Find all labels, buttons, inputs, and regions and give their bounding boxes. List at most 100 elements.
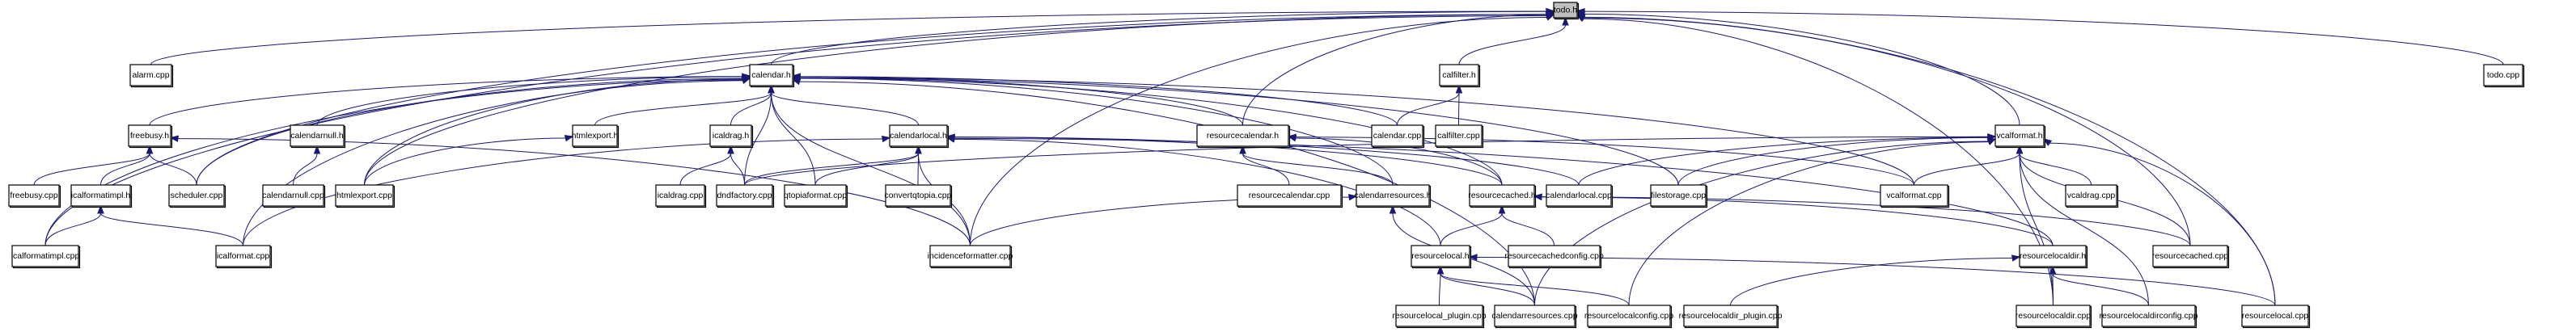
edge-calendarlocal_cpp-to-vcalformat_h [1578, 133, 1997, 186]
node-resourcecached-cpp[interactable]: resourcecached.cpp [2152, 245, 2230, 269]
node-icaldrag-h[interactable]: icaldrag.h [709, 124, 754, 149]
edge-line [744, 136, 1989, 186]
edge-line [1501, 212, 1554, 246]
edge-incidenceformatter_cpp-to-freebusy_h [169, 135, 971, 246]
node-label: htmlexport.h [572, 131, 619, 141]
edge-line [2019, 153, 2054, 306]
node-label: icalformatimpl.cpp [11, 251, 80, 261]
edge-line [1584, 11, 2504, 65]
node-calendarresources-h[interactable]: calendarresources.h [1354, 184, 1432, 208]
node-box [1411, 245, 1470, 267]
node-calendarnull-h[interactable]: calendarnull.h [290, 124, 346, 149]
arrowhead-icon [1348, 193, 1358, 201]
node-label: calendarnull.cpp [262, 191, 324, 200]
node-vcalformat-cpp[interactable]: vcalformat.cpp [1880, 184, 1950, 208]
edge-line [1295, 137, 1914, 186]
node-label: qtopiaformat.cpp [784, 191, 847, 200]
edge-icalformat_cpp-to-icalformatimpl_h [97, 204, 243, 246]
node-icaldrag-cpp[interactable]: icaldrag.cpp [655, 184, 707, 208]
node-dndfactory-cpp[interactable]: dndfactory.cpp [716, 184, 775, 208]
node-label: resourcecalendar.cpp [1249, 191, 1330, 200]
node-resourcelocal-cpp[interactable]: resourcelocal.cpp [2241, 305, 2311, 329]
node-resourcecachedconfig-cpp[interactable]: resourcecachedconfig.cpp [1504, 245, 1604, 269]
edge-resourcecachedconfig_cpp-to-resourcecached_h [1498, 204, 1554, 246]
node-label: resourcecachedconfig.cpp [1504, 251, 1604, 261]
node-resourcelocaldir-cpp[interactable]: resourcelocaldir.cpp [2016, 305, 2092, 329]
node-resourcelocaldirconfig-cpp[interactable]: resourcelocaldirconfig.cpp [2100, 305, 2198, 329]
node-box [1356, 184, 1430, 207]
node-label: calfilter.cpp [1437, 131, 1480, 141]
node-resourcelocal-h[interactable]: resourcelocal.h [1411, 245, 1472, 269]
edge-icalformatimpl_cpp-to-calendar_h [44, 77, 751, 246]
node-incidenceformatter-cpp[interactable]: incidenceformatter.cpp [928, 245, 1013, 269]
edge-dndfactory_cpp-to-icaldrag_h [727, 145, 745, 186]
edge-line [2019, 153, 2092, 186]
node-todo-h: todo.h [1553, 2, 1580, 20]
node-calendarnull-cpp[interactable]: calendarnull.cpp [262, 184, 326, 208]
node-label: htmlexport.cpp [336, 191, 392, 200]
edge-icalformat_cpp-to-calendar_h [243, 77, 751, 246]
node-htmlexport-cpp[interactable]: htmlexport.cpp [335, 184, 395, 208]
node-resourcelocaldir-plugin-cpp[interactable]: resourcelocaldir_plugin.cpp [1679, 305, 1783, 329]
edge-line [1440, 273, 1535, 306]
arrowhead-icon [1533, 193, 1542, 200]
node-todo-cpp[interactable]: todo.cpp [2483, 64, 2525, 88]
edge-line [1440, 212, 1503, 246]
node-box [1237, 184, 1342, 207]
node-box [2483, 64, 2523, 86]
arrowhead-icon [169, 135, 179, 142]
arrowhead-icon [727, 145, 734, 154]
node-convertqtopia-cpp[interactable]: convertqtopia.cpp [885, 184, 953, 208]
node-label: todo.cpp [2487, 70, 2519, 80]
node-alarm-cpp[interactable]: alarm.cpp [129, 64, 174, 88]
node-calendar-h[interactable]: calendar.h [749, 64, 795, 88]
node-icalformatimpl-cpp[interactable]: icalformatimpl.cpp [11, 245, 81, 269]
node-label: calendarlocal.h [890, 131, 947, 141]
edge-resourcelocaldirconfig_cpp-to-resourcelocaldir_h [2049, 265, 2149, 306]
arrowhead-icon [1455, 84, 1463, 94]
node-label: calendar.cpp [1373, 131, 1422, 141]
node-freebusy-cpp[interactable]: freebusy.cpp [8, 184, 61, 208]
node-resourcelocaldir-h[interactable]: resourcelocaldir.h [2019, 245, 2088, 269]
node-qtopiaformat-cpp[interactable]: qtopiaformat.cpp [784, 184, 848, 208]
node-htmlexport-h[interactable]: htmlexport.h [572, 124, 620, 149]
node-freebusy-h[interactable]: freebusy.h [128, 124, 173, 149]
node-resourcecalendar-cpp[interactable]: resourcecalendar.cpp [1237, 184, 1343, 208]
node-label: resourcecached.h [1468, 191, 1536, 200]
edge-line [744, 153, 919, 186]
edge-vcalformat_cpp-to-resourcecalendar_h [1287, 133, 1914, 186]
node-calendarlocal-h[interactable]: calendarlocal.h [889, 124, 950, 149]
edges-layer [33, 7, 2504, 306]
edge-line [1242, 14, 1547, 126]
node-icalformat-cpp[interactable]: icalformat.cpp [215, 245, 273, 269]
node-calfilter-h[interactable]: calfilter.h [1439, 64, 1481, 88]
node-vcalformat-h[interactable]: vcalformat.h [1994, 124, 2046, 149]
edge-line [1584, 13, 2020, 126]
node-scheduler-cpp[interactable]: scheduler.cpp [168, 184, 226, 208]
node-calendarresources-cpp[interactable]: calendarresources.cpp [1491, 305, 1578, 329]
node-calendar-cpp[interactable]: calendar.cpp [1371, 124, 1425, 149]
node-box [572, 124, 618, 147]
node-resourcecalendar-h[interactable]: resourcecalendar.h [1196, 124, 1291, 149]
edge-vcalformat_h-to-todo_h [1576, 11, 2020, 126]
node-resourcelocalconfig-cpp[interactable]: resourcelocalconfig.cpp [1584, 305, 1673, 329]
arrowhead-icon [791, 78, 802, 86]
node-icalformatimpl-h[interactable]: icalformatimpl.h [70, 184, 133, 208]
node-calendarlocal-cpp[interactable]: calendarlocal.cpp [1546, 184, 1614, 208]
node-label: calendarlocal.cpp [1546, 191, 1612, 200]
edge-calendarnull_cpp-to-calendarnull_h [293, 145, 321, 186]
edge-line [149, 76, 743, 126]
arrowhead-icon [2011, 254, 2021, 262]
node-resourcelocal-plugin-cpp[interactable]: resourcelocal_plugin.cpp [1392, 305, 1487, 329]
edge-calendarresources_h-to-resourcecalendar_h [1239, 145, 1394, 186]
node-filestorage-cpp[interactable]: filestorage.cpp [1650, 184, 1708, 208]
node-box [262, 184, 324, 207]
edge-line [2019, 153, 2149, 306]
node-box [70, 184, 131, 207]
arrowhead-icon [1986, 138, 1997, 145]
node-box [128, 124, 171, 147]
node-vcaldrag-cpp[interactable]: vcaldrag.cpp [2065, 184, 2119, 208]
node-resourcecached-h[interactable]: resourcecached.h [1468, 184, 1537, 208]
edge-line [1677, 137, 1989, 186]
node-calfilter-cpp[interactable]: calfilter.cpp [1435, 124, 1484, 149]
